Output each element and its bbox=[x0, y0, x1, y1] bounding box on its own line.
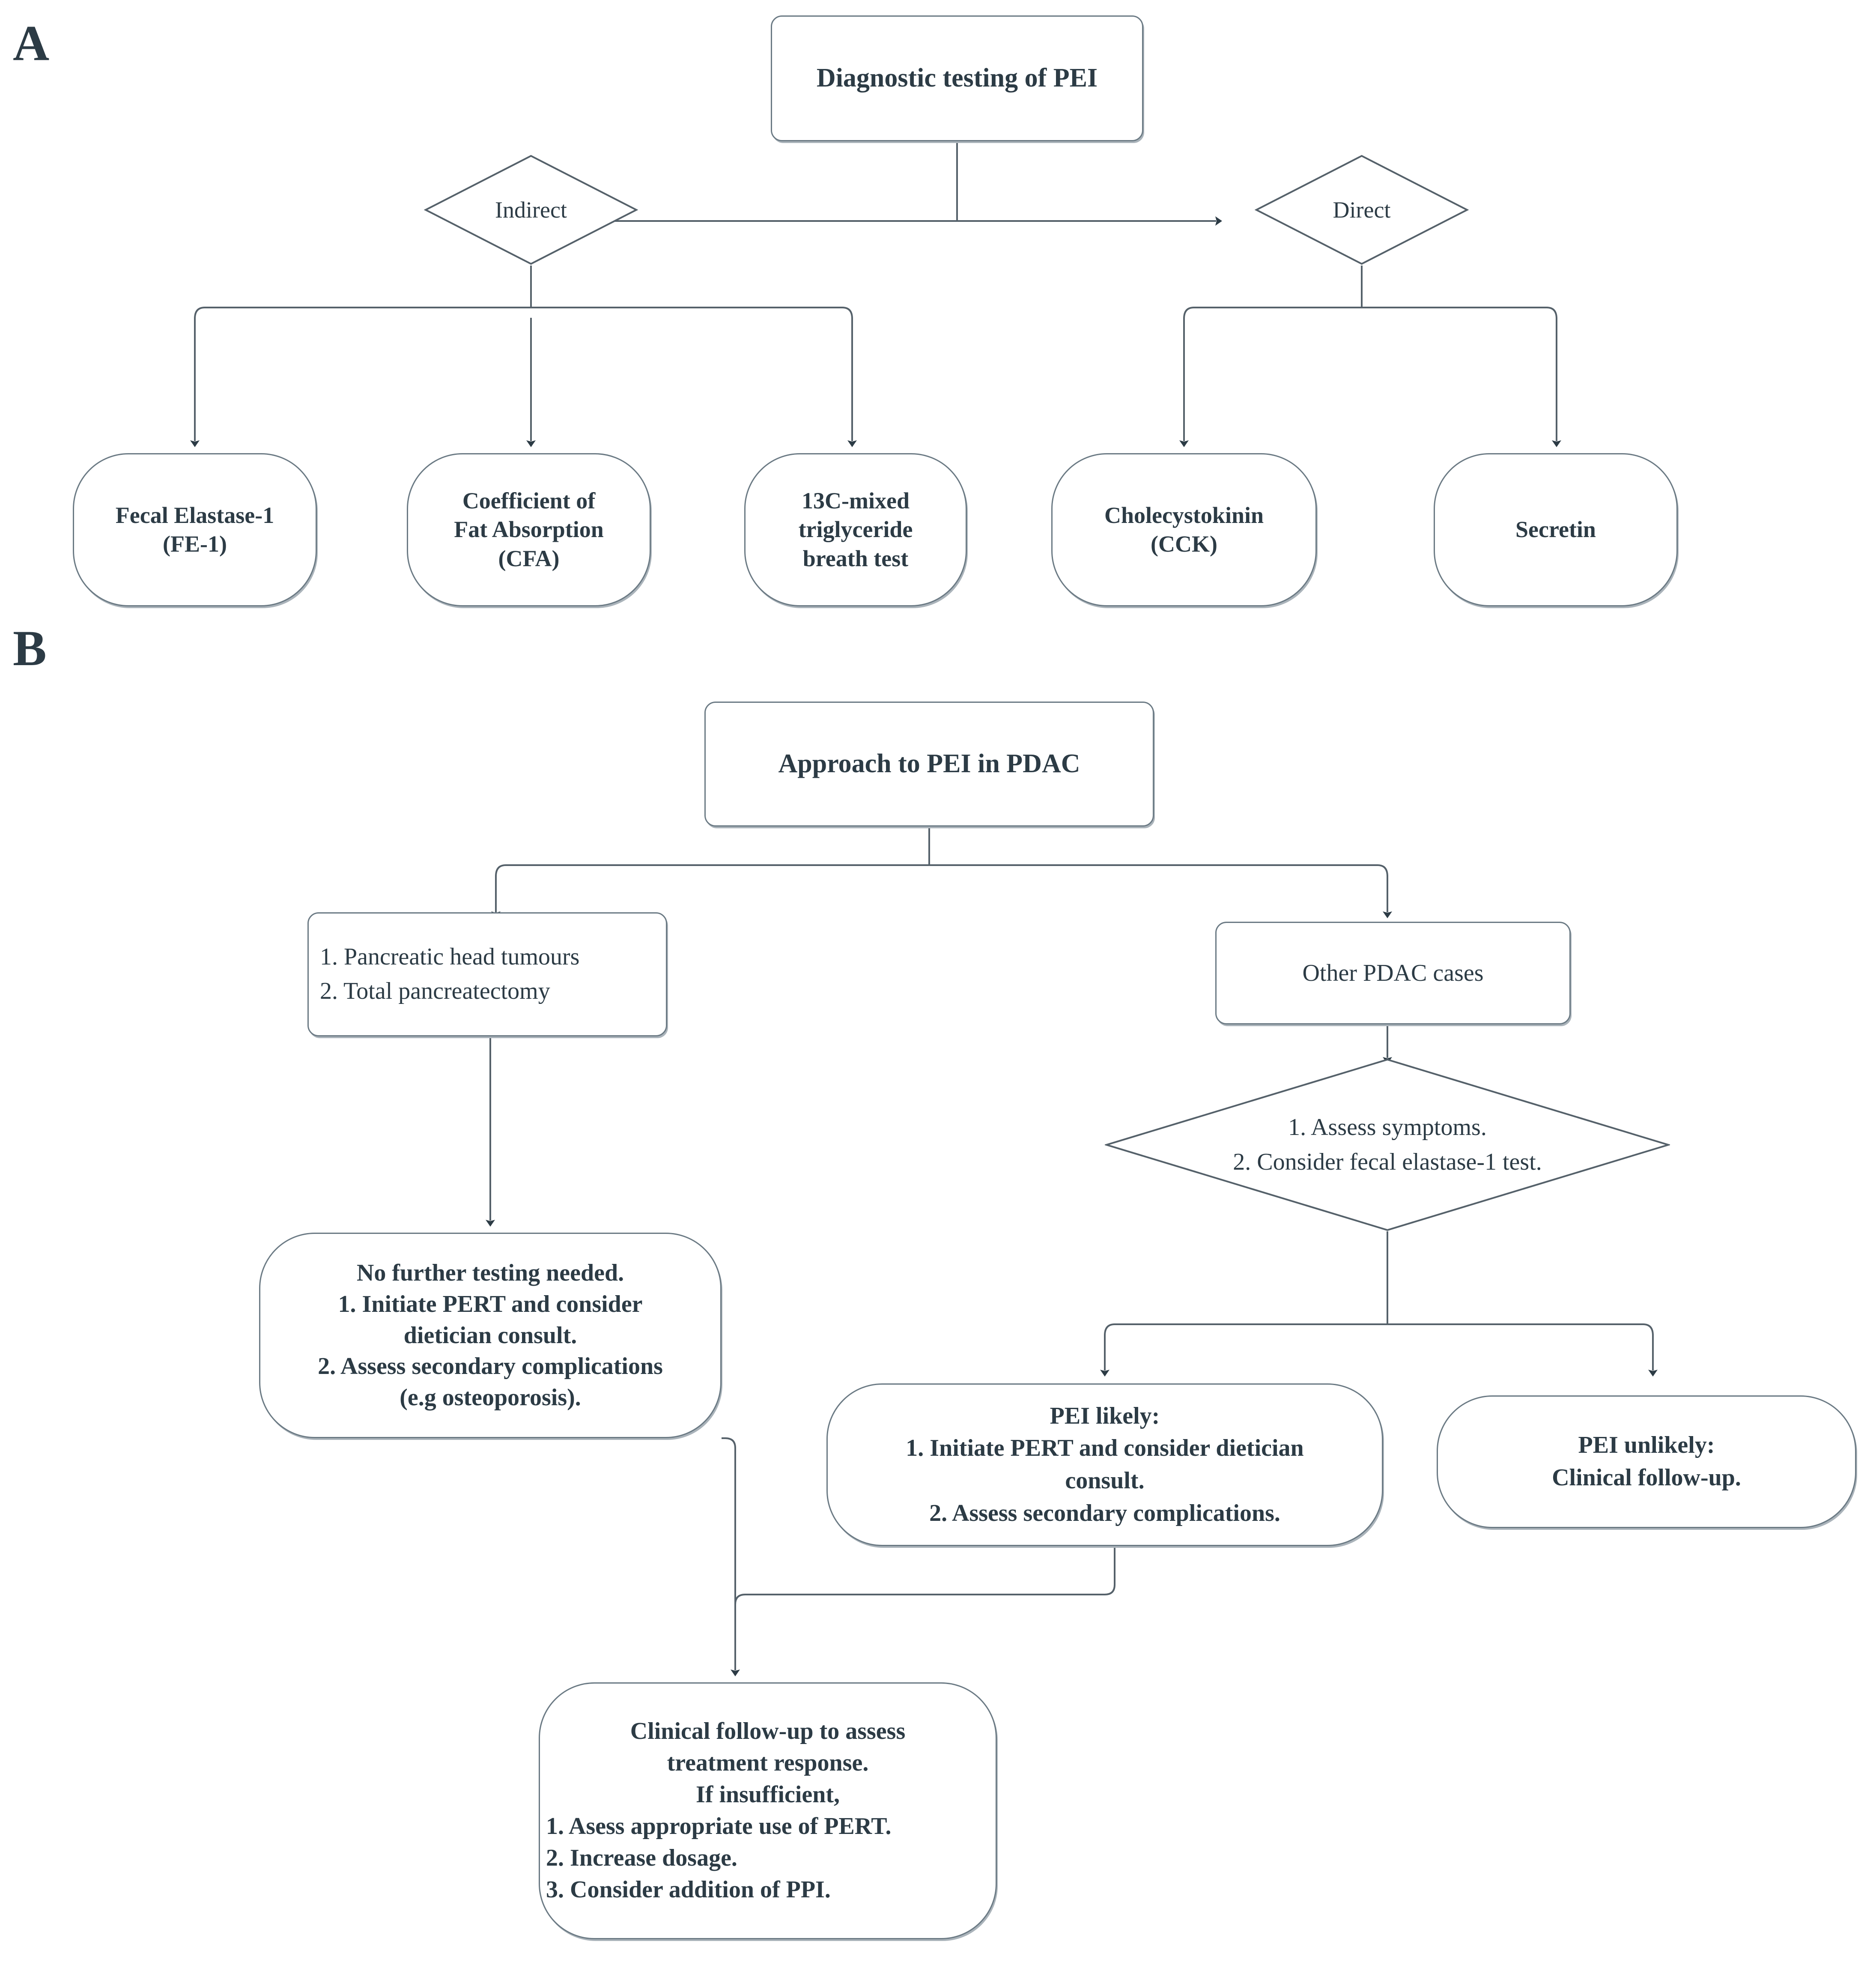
node-label-centered: Clinical follow-up to assess treatment r… bbox=[630, 1718, 906, 1808]
node-label: Fecal Elastase-1 (FE-1) bbox=[115, 502, 274, 557]
node-pancreatic-head-tumours[interactable]: 1. Pancreatic head tumours 2. Total panc… bbox=[307, 912, 667, 1036]
node-label-list: 1. Asess appropriate use of PERT. 2. Inc… bbox=[546, 1813, 892, 1903]
node-label: PEI unlikely: Clinical follow-up. bbox=[1552, 1432, 1741, 1491]
node-cholecystokinin[interactable]: Cholecystokinin (CCK) bbox=[1051, 453, 1317, 606]
node-no-further-testing-needed[interactable]: No further testing needed. 1. Initiate P… bbox=[259, 1233, 722, 1438]
node-label: Approach to PEI in PDAC bbox=[778, 749, 1080, 779]
node-label: Diagnostic testing of PEI bbox=[816, 63, 1098, 93]
node-approach-to-pei-in-pdac[interactable]: Approach to PEI in PDAC bbox=[704, 702, 1154, 827]
node-pei-unlikely[interactable]: PEI unlikely: Clinical follow-up. bbox=[1437, 1395, 1856, 1528]
panel-label-b: B bbox=[13, 620, 47, 676]
node-label: Cholecystokinin (CCK) bbox=[1104, 502, 1264, 557]
node-clinical-follow-up-final[interactable]: Clinical follow-up to assess treatment r… bbox=[539, 1682, 997, 1939]
node-pei-likely[interactable]: PEI likely: 1. Initiate PERT and conside… bbox=[826, 1383, 1383, 1546]
panel-label-a: A bbox=[13, 15, 50, 71]
node-label: Secretin bbox=[1515, 517, 1596, 543]
panel-b-connectors bbox=[486, 827, 1658, 1676]
decision-assess-symptoms[interactable] bbox=[1105, 1058, 1670, 1232]
node-label: Other PDAC cases bbox=[1302, 959, 1484, 986]
decision-direct[interactable] bbox=[1255, 154, 1469, 266]
node-label: 13C-mixed triglyceride breath test bbox=[798, 487, 913, 571]
node-fecal-elastase-1[interactable]: Fecal Elastase-1 (FE-1) bbox=[73, 453, 317, 606]
node-label: Coefficient of Fat Absorption (CFA) bbox=[454, 487, 604, 571]
node-secretin[interactable]: Secretin bbox=[1434, 453, 1678, 606]
node-label: PEI likely: 1. Initiate PERT and conside… bbox=[906, 1402, 1304, 1526]
node-other-pdac-cases[interactable]: Other PDAC cases bbox=[1215, 922, 1571, 1024]
node-13c-mixed-triglyceride-breath-test[interactable]: 13C-mixed triglyceride breath test bbox=[744, 453, 967, 606]
node-label: No further testing needed. 1. Initiate P… bbox=[318, 1260, 663, 1411]
node-coefficient-of-fat-absorption[interactable]: Coefficient of Fat Absorption (CFA) bbox=[407, 453, 651, 606]
panel-a-connectors bbox=[190, 141, 1561, 447]
node-diagnostic-testing-of-pei[interactable]: Diagnostic testing of PEI bbox=[771, 15, 1143, 141]
decision-indirect[interactable] bbox=[424, 154, 638, 266]
node-label: 1. Pancreatic head tumours 2. Total panc… bbox=[320, 944, 580, 1004]
